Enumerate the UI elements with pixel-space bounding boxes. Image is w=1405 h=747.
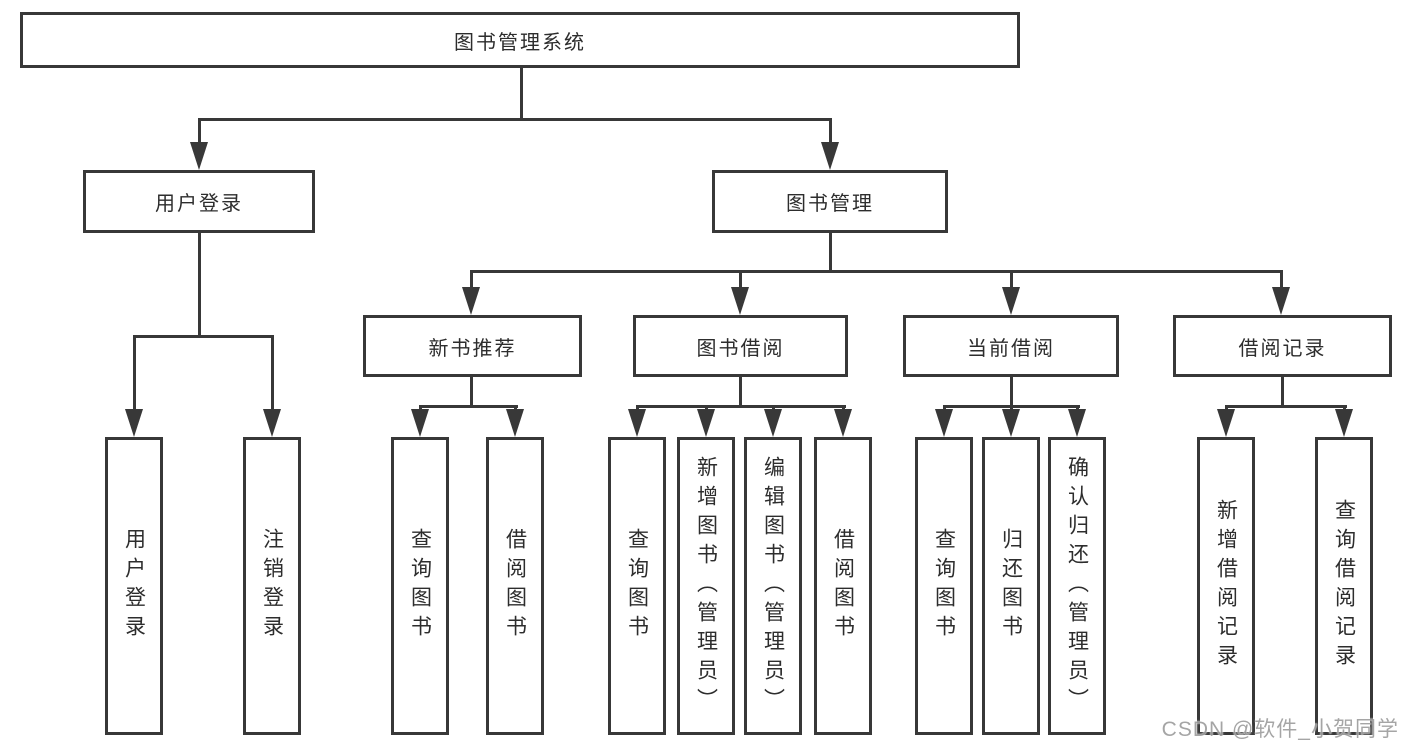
connector-arrow-shaft: [513, 405, 517, 411]
leaf-bb-edit-books-admin: 编辑图书（管理员）: [744, 437, 802, 735]
arrowhead-down-icon: [506, 409, 524, 437]
node-library-management-system: 图书管理系统: [20, 12, 1020, 68]
connector-vline: [197, 233, 201, 338]
connector-arrow-shaft: [1342, 405, 1346, 411]
leaf-label: 查询图书: [625, 528, 649, 644]
node-current-borrowing: 当前借阅: [903, 315, 1119, 377]
arrowhead-down-icon: [411, 409, 429, 437]
arrowhead-down-icon: [764, 409, 782, 437]
leaf-bb-query-books: 查询图书: [608, 437, 666, 735]
leaf-user-login: 用户登录: [105, 437, 163, 735]
node-label: 图书借阅: [696, 337, 785, 360]
leaf-cb-confirm-return-admin: 确认归还（管理员）: [1048, 437, 1106, 735]
arrowhead-down-icon: [1068, 409, 1086, 437]
connector-vline: [738, 377, 742, 408]
connector-vline: [519, 68, 523, 121]
csdn-watermark: CSDN @软件_小贺同学: [1161, 718, 1399, 741]
connector-vline: [1280, 377, 1284, 408]
arrowhead-down-icon: [935, 409, 953, 437]
leaf-label: 查询图书: [932, 528, 956, 644]
connector-arrow-shaft: [1279, 270, 1283, 289]
connector-vline: [1009, 377, 1013, 408]
connector-arrow-shaft: [1009, 270, 1013, 289]
leaf-nbr-borrow-books: 借阅图书: [486, 437, 544, 735]
connector-arrow-shaft: [704, 405, 708, 411]
leaf-cb-return-books: 归还图书: [982, 437, 1040, 735]
node-label: 新书推荐: [428, 337, 517, 360]
leaf-br-query-record: 查询借阅记录: [1315, 437, 1373, 735]
connector-arrow-shaft: [197, 118, 201, 144]
node-label: 图书管理: [786, 193, 874, 215]
leaf-cb-query-books: 查询图书: [915, 437, 973, 735]
connector-hline: [635, 405, 846, 408]
arrowhead-down-icon: [834, 409, 852, 437]
connector-arrow-shaft: [132, 335, 136, 411]
arrowhead-down-icon: [263, 409, 281, 437]
connector-hline: [418, 405, 518, 408]
leaf-label: 借阅图书: [503, 528, 527, 644]
arrowhead-down-icon: [697, 409, 715, 437]
arrowhead-down-icon: [1002, 287, 1020, 315]
connector-arrow-shaft: [1075, 405, 1079, 411]
node-label: 用户登录: [155, 193, 243, 215]
connector-arrow-shaft: [942, 405, 946, 411]
leaf-label: 查询图书: [408, 528, 432, 644]
arrowhead-down-icon: [1335, 409, 1353, 437]
leaf-label: 归还图书: [999, 528, 1023, 644]
leaf-label: 新增借阅记录: [1214, 499, 1238, 673]
leaf-label: 确认归还（管理员）: [1065, 455, 1089, 717]
connector-vline: [469, 377, 473, 408]
arrowhead-down-icon: [628, 409, 646, 437]
connector-hline: [197, 118, 832, 121]
leaf-label: 查询借阅记录: [1332, 499, 1356, 673]
arrowhead-down-icon: [821, 142, 839, 170]
arrowhead-down-icon: [1002, 409, 1020, 437]
arrowhead-down-icon: [1272, 287, 1290, 315]
arrowhead-down-icon: [731, 287, 749, 315]
leaf-label: 注销登录: [260, 528, 284, 644]
leaf-logout: 注销登录: [243, 437, 301, 735]
connector-arrow-shaft: [635, 405, 639, 411]
node-label: 图书管理系统: [454, 31, 586, 54]
connector-hline: [1224, 405, 1347, 408]
leaf-label: 编辑图书（管理员）: [761, 455, 785, 717]
leaf-br-add-record: 新增借阅记录: [1197, 437, 1255, 735]
node-label: 当前借阅: [967, 337, 1055, 360]
node-borrowing-records: 借阅记录: [1173, 315, 1392, 377]
connector-arrow-shaft: [418, 405, 422, 411]
connector-arrow-shaft: [1224, 405, 1228, 411]
connector-hline: [469, 270, 1283, 273]
node-book-management: 图书管理: [712, 170, 948, 233]
node-book-borrowing: 图书借阅: [633, 315, 848, 377]
connector-arrow-shaft: [270, 335, 274, 411]
connector-vline: [828, 233, 832, 273]
connector-arrow-shaft: [469, 270, 473, 289]
connector-arrow-shaft: [738, 270, 742, 289]
leaf-label: 新增图书（管理员）: [694, 455, 718, 717]
connector-arrow-shaft: [828, 118, 832, 144]
connector-arrow-shaft: [841, 405, 845, 411]
leaf-label: 借阅图书: [831, 528, 855, 644]
node-new-book-recommendation: 新书推荐: [363, 315, 582, 377]
leaf-nbr-query-books: 查询图书: [391, 437, 449, 735]
connector-arrow-shaft: [1009, 405, 1013, 411]
connector-hline: [132, 335, 274, 338]
node-user-login: 用户登录: [83, 170, 315, 233]
arrowhead-down-icon: [190, 142, 208, 170]
arrowhead-down-icon: [462, 287, 480, 315]
connector-arrow-shaft: [771, 405, 775, 411]
node-label: 借阅记录: [1238, 337, 1327, 360]
leaf-label: 用户登录: [122, 528, 146, 644]
arrowhead-down-icon: [1217, 409, 1235, 437]
leaf-bb-add-books-admin: 新增图书（管理员）: [677, 437, 735, 735]
leaf-bb-borrow-books: 借阅图书: [814, 437, 872, 735]
arrowhead-down-icon: [125, 409, 143, 437]
